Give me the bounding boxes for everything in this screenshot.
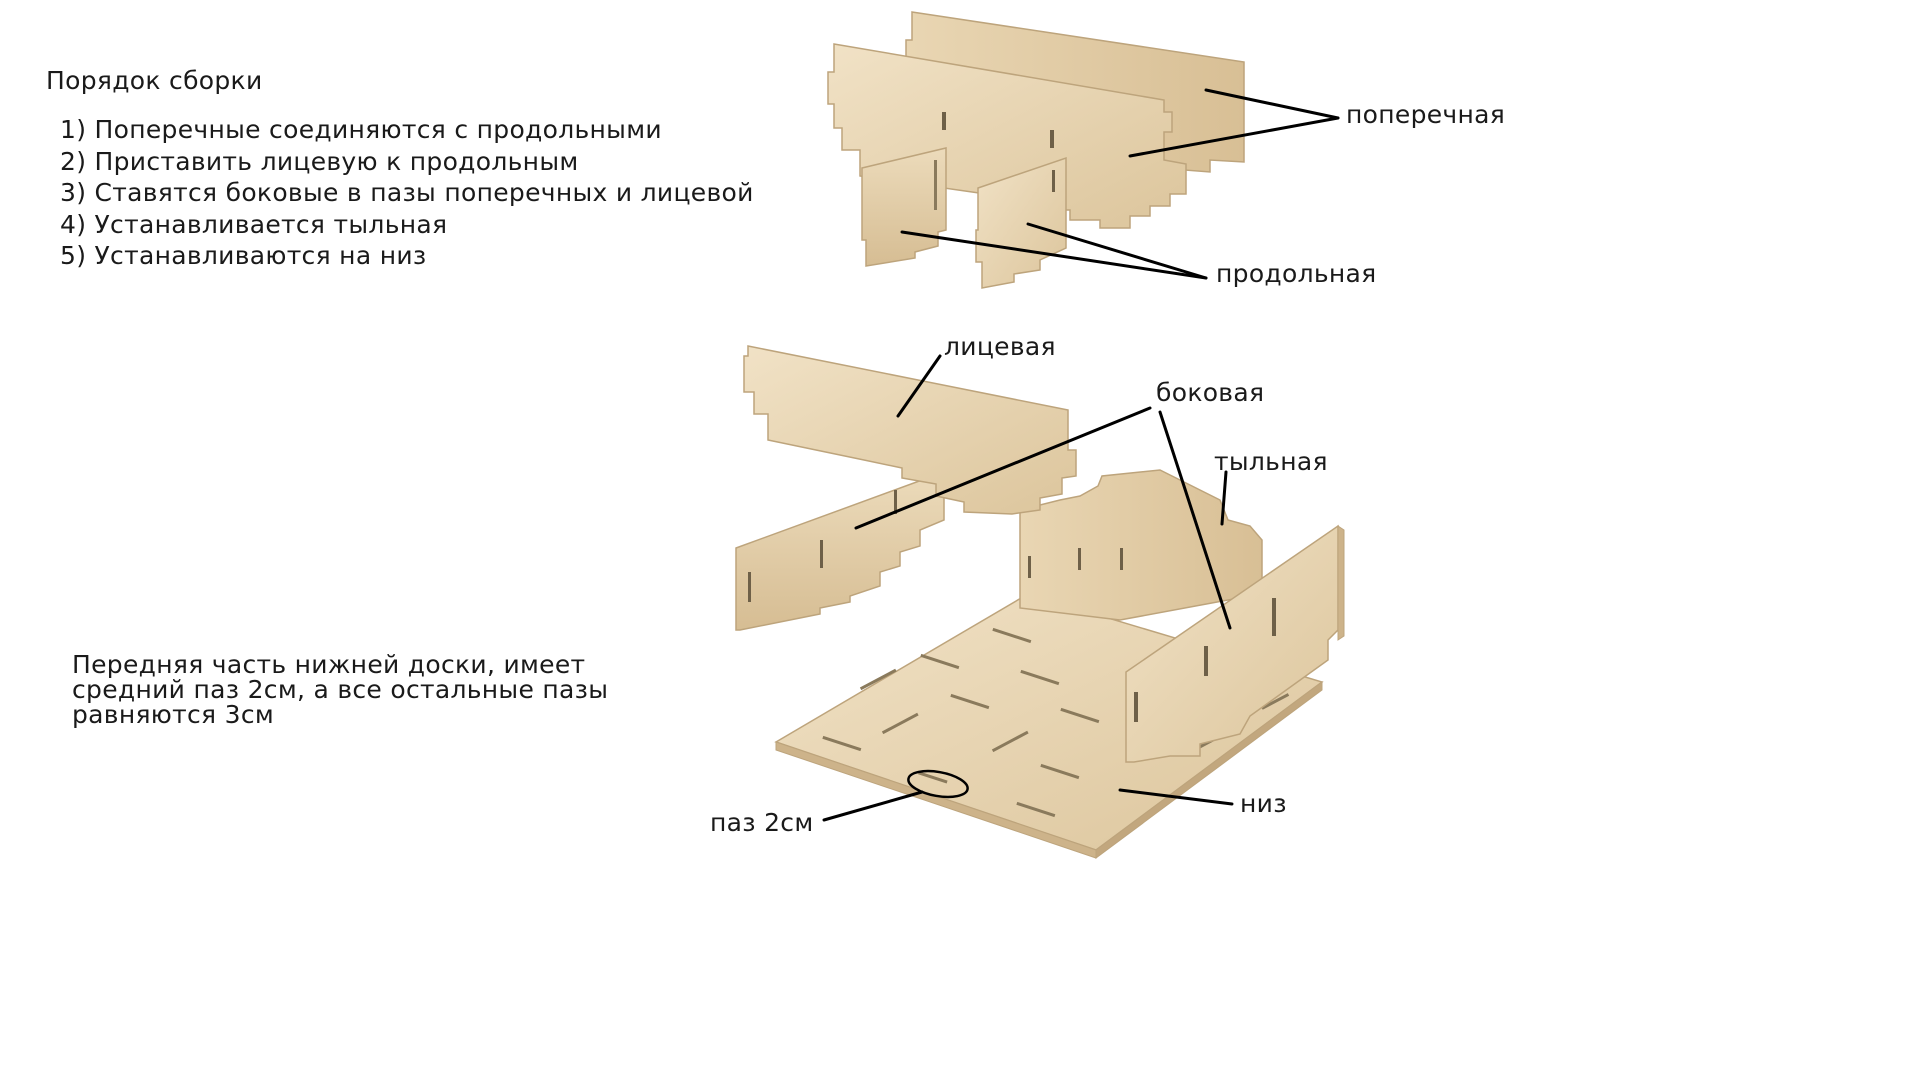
- leader-lines: [822, 88, 1340, 822]
- leader-back: [1220, 470, 1228, 526]
- label-longitudinal: продольная: [1216, 259, 1377, 288]
- leader-side-2: [1158, 410, 1232, 630]
- leader-side-1: [854, 406, 1152, 530]
- label-bottom: низ: [1240, 789, 1287, 818]
- assembly-step: 5) Устанавливаются на низ: [60, 241, 427, 270]
- assembly-step: 3) Ставятся боковые в пазы поперечных и …: [60, 178, 754, 207]
- longitudinal-panel-left: [861, 147, 947, 267]
- assembly-step: 2) Приставить лицевую к продольным: [60, 146, 579, 176]
- bottom-assembly: [735, 345, 1345, 859]
- label-cross: поперечная: [1346, 100, 1506, 129]
- top-assembly: [827, 11, 1245, 289]
- side-panel-left: [735, 470, 945, 631]
- leader-bottom: [1118, 788, 1234, 806]
- assembly-steps-list: 1) Поперечные соединяются с продольными …: [60, 114, 754, 272]
- label-slot-2cm: паз 2см: [710, 808, 814, 837]
- assembly-order-title: Порядок сборки: [46, 66, 263, 95]
- leader-slot: [822, 790, 924, 822]
- leader-cross-1: [1204, 88, 1340, 120]
- label-side: боковая: [1156, 378, 1265, 407]
- leader-cross-2: [1128, 116, 1340, 158]
- slot-2cm-highlight: [907, 769, 969, 799]
- assembly-step: 4) Устанавливается тыльная: [60, 209, 448, 239]
- assembly-step: 1) Поперечные соединяются с продольными: [60, 115, 662, 144]
- bottom-board-note: Передняя часть нижней доски, имеет средн…: [72, 650, 609, 729]
- assembly-illustration: [735, 11, 1345, 859]
- longitudinal-panel-right: [975, 156, 1067, 289]
- leader-long-1: [900, 230, 1208, 280]
- leader-long-2: [1026, 222, 1208, 280]
- label-back: тыльная: [1214, 447, 1328, 476]
- leader-front: [896, 354, 942, 418]
- back-panel: [1019, 469, 1263, 621]
- label-front: лицевая: [944, 332, 1056, 361]
